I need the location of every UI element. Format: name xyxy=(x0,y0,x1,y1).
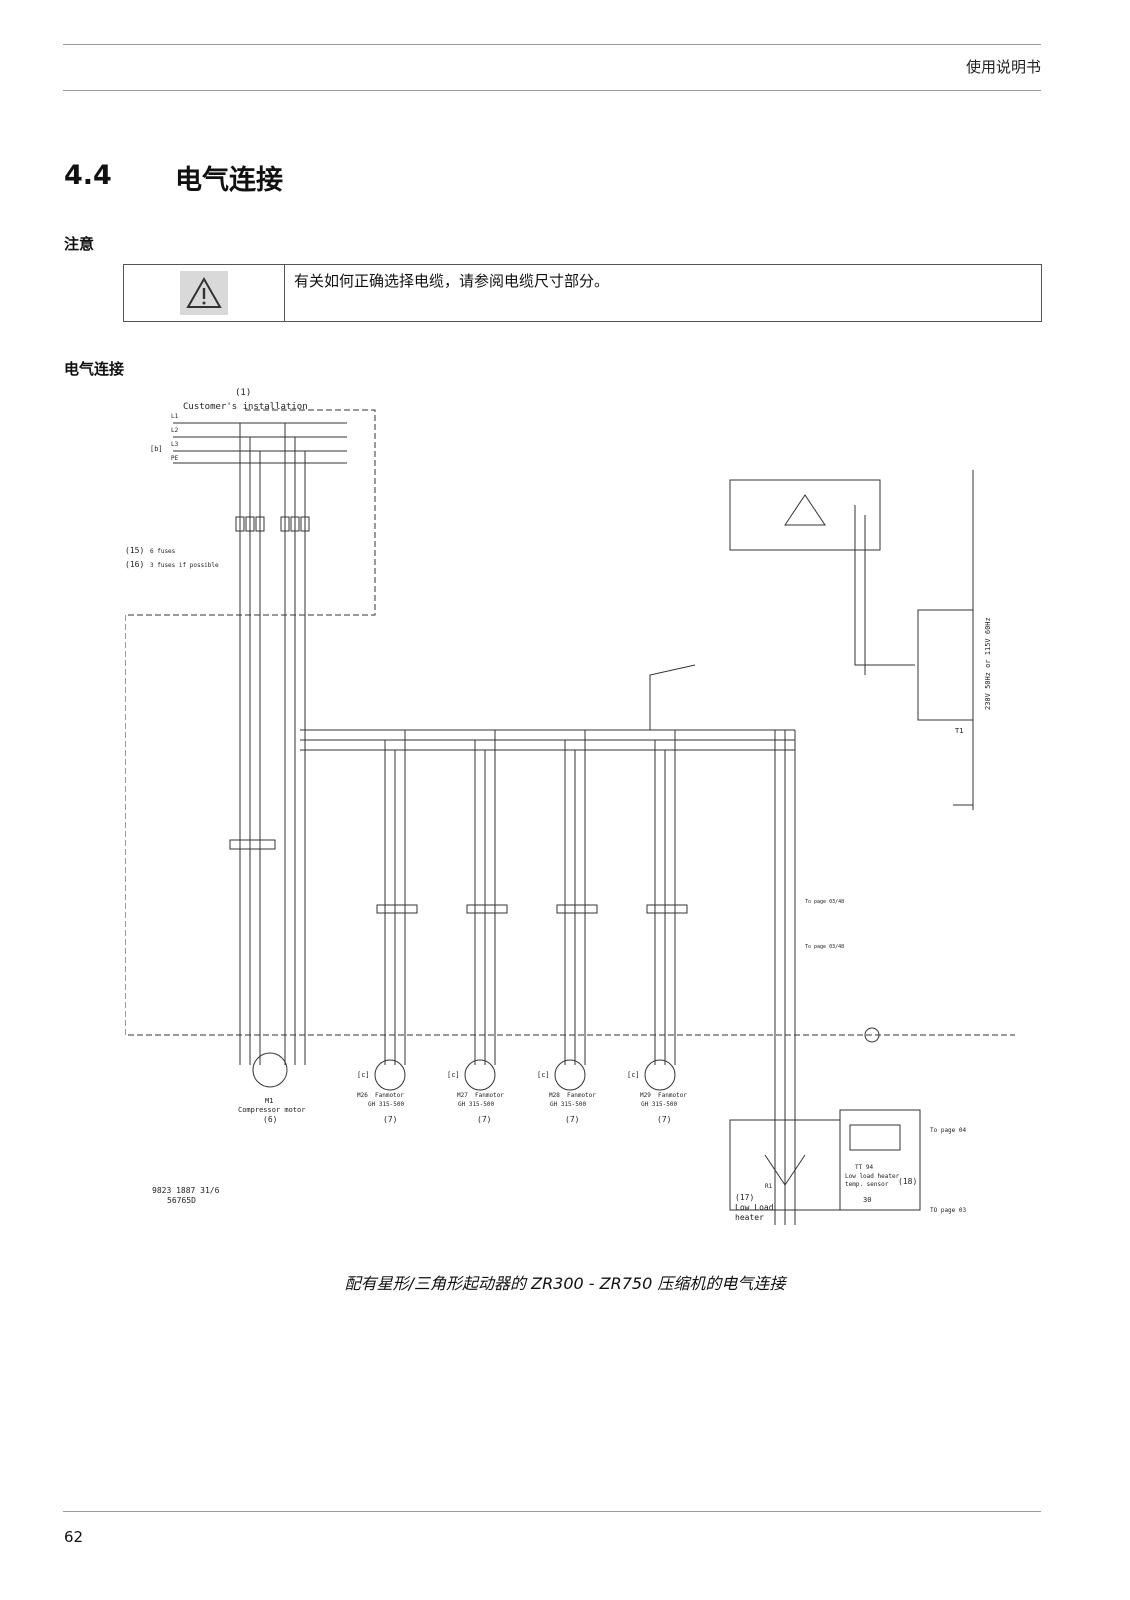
drawing-code: 56765D xyxy=(167,1196,196,1205)
fan-motor-id: M28 xyxy=(549,1092,560,1099)
figure-caption: 配有星形/三角形起动器的 ZR300 - ZR750 压缩机的电气连接 xyxy=(344,1274,786,1293)
fan-motor-id: M27 xyxy=(457,1092,468,1099)
low-load-label: Low Load xyxy=(735,1203,774,1212)
supply-marker: [b] xyxy=(150,445,163,453)
compressor-motor-id: M1 xyxy=(265,1097,273,1105)
note-heading: 注意 xyxy=(64,235,95,253)
fuse-note-ref: (16) xyxy=(125,560,144,569)
fan-motor-label: Fanmotor xyxy=(567,1092,596,1099)
low-load-label: heater xyxy=(735,1213,764,1222)
fan-motor-ref: (7) xyxy=(657,1115,671,1124)
header-rule-top xyxy=(63,44,1041,45)
fan-motor-label: Fanmotor xyxy=(375,1092,404,1099)
section-title: 电气连接 xyxy=(175,165,283,196)
supply-line-l3: L3 xyxy=(171,441,179,448)
fan-motor-marker: [c] xyxy=(447,1071,460,1079)
sensor-value: 30 xyxy=(863,1196,871,1204)
note-text: 有关如何正确选择电缆，请参阅电缆尺寸部分。 xyxy=(294,272,610,290)
diagram-heading: 电气连接 xyxy=(64,360,125,378)
fan-motor-label: Fanmotor xyxy=(658,1092,687,1099)
warning-triangle-icon xyxy=(180,271,228,315)
compressor-motor-label: Compressor motor xyxy=(238,1106,305,1114)
fan-motor-id: M29 xyxy=(640,1092,651,1099)
fan-motor-marker: [c] xyxy=(357,1071,370,1079)
note-box: 有关如何正确选择电缆，请参阅电缆尺寸部分。 xyxy=(123,264,1042,322)
fan-motor-rating: GH 315-500 xyxy=(641,1101,678,1108)
manual-title: 使用说明书 xyxy=(965,58,1041,76)
transformer-id: T1 xyxy=(955,727,963,735)
transformer-label: 230V 50Hz or 115V 60Hz xyxy=(984,617,992,710)
fan-motor-rating: GH 315-500 xyxy=(368,1101,405,1108)
page-number: 62 xyxy=(64,1528,84,1546)
low-load-ref: (17) xyxy=(735,1193,754,1202)
fan-motor-marker: [c] xyxy=(537,1071,550,1079)
page-ref: To page 03/48 xyxy=(805,899,844,905)
fan-motor-ref: (7) xyxy=(383,1115,397,1124)
drawing-number: 9823 1887 31/6 xyxy=(152,1186,220,1195)
low-load-id: R1 xyxy=(765,1183,773,1190)
customer-label: Customer's installation xyxy=(183,402,308,412)
supply-line-l1: L1 xyxy=(171,413,179,420)
fuse-note-ref: (15) xyxy=(125,546,144,555)
fan-motor-ref: (7) xyxy=(477,1115,491,1124)
footer-rule xyxy=(63,1511,1041,1512)
fan-motor-ref: (7) xyxy=(565,1115,579,1124)
section-number: 4.4 xyxy=(64,160,112,191)
fan-motor-id: M26 xyxy=(357,1092,368,1099)
note-icon-cell xyxy=(124,265,285,321)
header-rule-bottom xyxy=(63,90,1041,91)
supply-line-l2: L2 xyxy=(171,427,179,434)
sensor-ref: (18) xyxy=(898,1177,917,1186)
page-ref: TO page 03 xyxy=(930,1207,967,1214)
supply-line-pe: PE xyxy=(171,455,179,462)
sensor-id: TT 94 xyxy=(855,1164,873,1171)
page-ref: To page 04 xyxy=(930,1127,967,1134)
fan-motor-rating: GH 315-500 xyxy=(458,1101,495,1108)
customer-ref: (1) xyxy=(235,388,251,398)
sensor-label: temp. sensor xyxy=(845,1181,889,1188)
page-ref: To page 03/48 xyxy=(805,944,844,950)
sensor-label: Low load heater xyxy=(845,1173,900,1180)
compressor-motor-ref: (6) xyxy=(263,1115,277,1124)
fuse-note-text: 6 fuses xyxy=(150,548,176,555)
fuse-note-text: 3 fuses if possible xyxy=(150,562,219,569)
fan-motor-marker: [c] xyxy=(627,1071,640,1079)
fan-motor-rating: GH 315-500 xyxy=(550,1101,587,1108)
wiring-diagram: (1) Customer's installation L1 L2 L3 PE … xyxy=(125,388,1015,1225)
fan-motor-label: Fanmotor xyxy=(475,1092,504,1099)
